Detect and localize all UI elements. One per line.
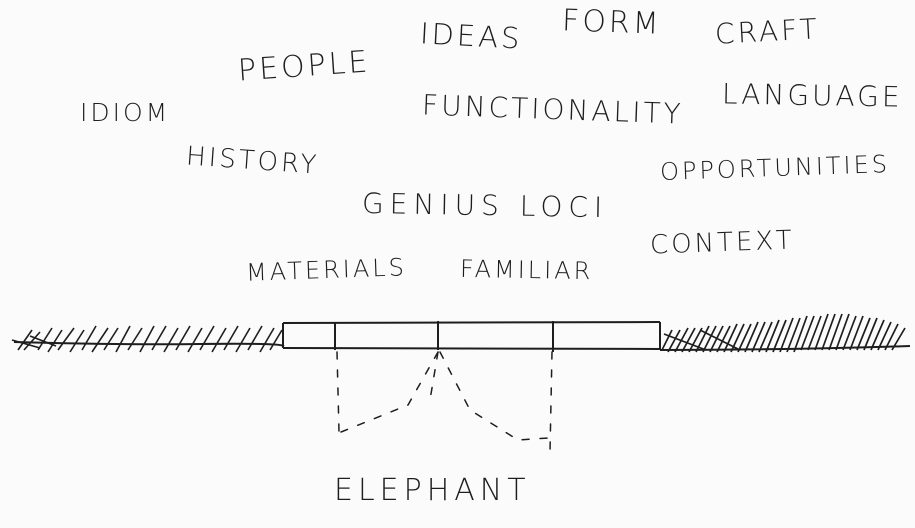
ground-hatching-right	[661, 313, 906, 353]
ground-hatching-left	[11, 325, 283, 353]
word-materials: MATERIALS	[245, 253, 408, 287]
word-elephant: ELEPHANT	[334, 473, 531, 508]
word-ideas: IDEAS	[419, 16, 524, 56]
word-people: PEOPLE	[236, 44, 372, 89]
word-idiom: IDIOM	[80, 98, 171, 127]
word-familiar: FAMILIAR	[459, 254, 594, 286]
section-box	[282, 321, 661, 352]
word-craft: CRAFT	[714, 12, 821, 51]
word-form: FORM	[561, 3, 663, 42]
dashed-projection-lines	[336, 351, 553, 453]
word-genius-loci: GENIUS LOCI	[361, 186, 609, 225]
word-context: CONTEXT	[649, 225, 796, 261]
ground-line-left	[13, 341, 285, 347]
word-language: LANGUAGE	[721, 77, 903, 114]
